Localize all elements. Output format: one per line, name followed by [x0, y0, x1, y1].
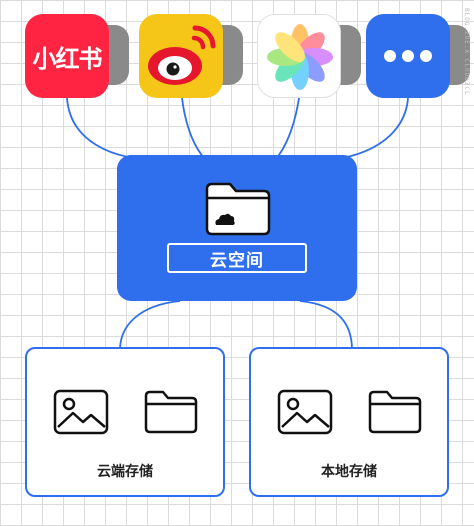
cloud-storage-box[interactable]: 云端存储	[25, 347, 225, 497]
image-icon	[277, 389, 333, 435]
xiaohongshu-logo-text: 小红书	[32, 44, 103, 73]
connector-xiaohongshu	[66, 97, 161, 161]
local-storage-label: 本地存储	[321, 464, 377, 480]
connector-photos	[274, 97, 300, 161]
folder-icon	[368, 390, 422, 434]
app-weibo[interactable]	[139, 14, 251, 98]
photos-pinwheel-icon	[257, 14, 341, 98]
cloud-space-box[interactable]: 云空间	[117, 155, 357, 301]
image-icon	[53, 389, 109, 435]
folder-cloud-icon	[205, 182, 271, 236]
connector-weibo	[181, 97, 207, 161]
xiaohongshu-icon: 小红书	[25, 14, 109, 98]
app-xiaohongshu[interactable]: 小红书	[25, 14, 137, 98]
app-more[interactable]	[366, 14, 474, 98]
more-dots-icon	[366, 14, 450, 98]
cloud-space-label: 云空间	[210, 250, 264, 271]
connector-more	[319, 97, 409, 161]
weibo-icon	[139, 14, 223, 98]
local-storage-box[interactable]: 本地存储	[249, 347, 449, 497]
app-photos[interactable]	[257, 14, 369, 98]
watermark: BLOG.ZOE.X CLOUDZCL	[463, 8, 470, 96]
cloud-space-label-box: 云空间	[167, 243, 307, 273]
connector-cloud-storage	[119, 300, 181, 351]
connector-local-storage	[299, 300, 353, 351]
folder-icon	[144, 390, 198, 434]
cloud-storage-label: 云端存储	[97, 464, 153, 480]
